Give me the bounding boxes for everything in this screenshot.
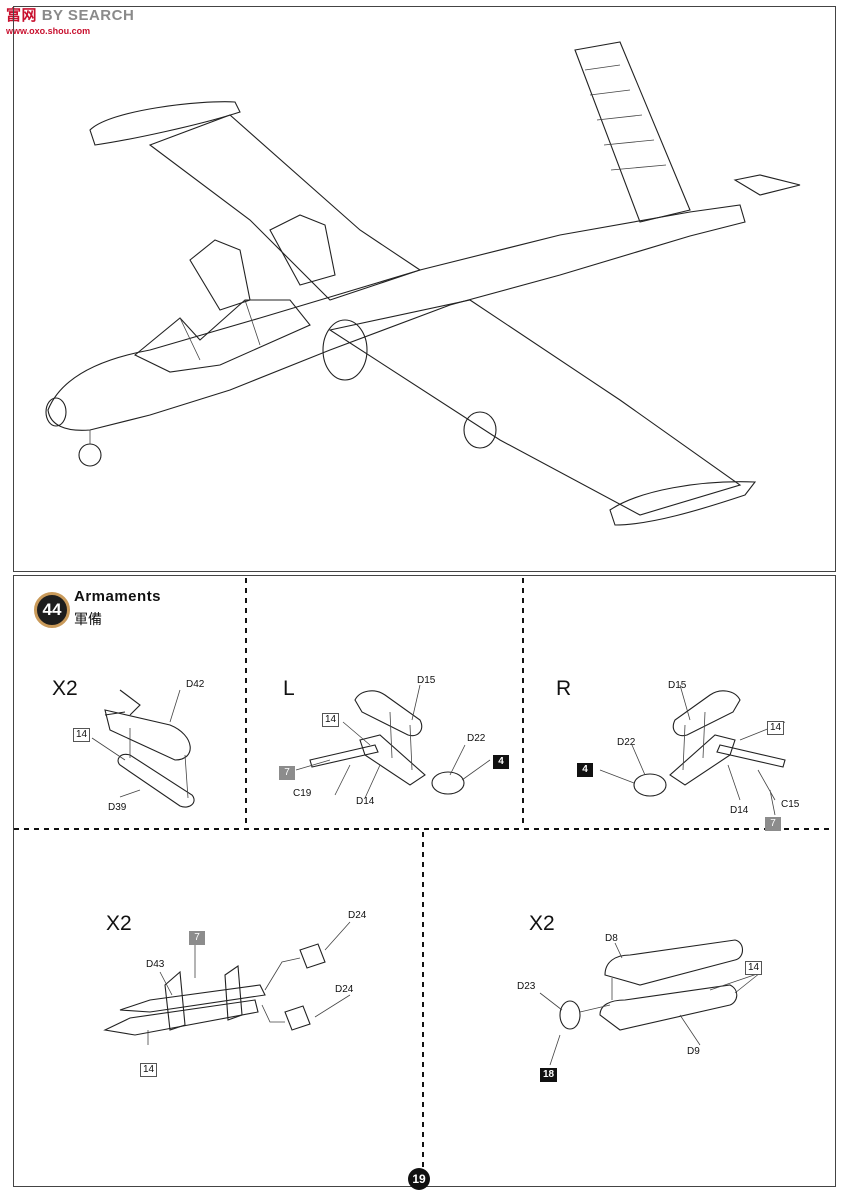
callout-d24-upper: D24 xyxy=(348,910,367,921)
callout-14-box: 14 xyxy=(767,721,785,735)
callout-d39: D39 xyxy=(108,802,127,813)
panel4-multiplier: X2 xyxy=(106,912,132,935)
panel2-side-label: L xyxy=(283,677,295,700)
callout-c15: C15 xyxy=(781,799,800,810)
callout-d42: D42 xyxy=(186,679,205,690)
aircraft-illustration xyxy=(45,41,801,526)
callout-d14: D14 xyxy=(730,805,749,816)
callout-7-box: 7 xyxy=(279,766,295,780)
callout-4-box: 4 xyxy=(577,763,593,777)
callout-18-box: 18 xyxy=(540,1068,558,1082)
callout-d22: D22 xyxy=(467,733,486,744)
callout-d14: D14 xyxy=(356,796,375,807)
aircraft-illustration-frame xyxy=(13,6,836,572)
callout-d43: D43 xyxy=(146,959,165,970)
callout-d24-lower: D24 xyxy=(335,984,354,995)
callout-d15: D15 xyxy=(417,675,436,686)
callout-d15: D15 xyxy=(668,680,687,691)
panel3-side-label: R xyxy=(556,677,572,700)
callout-d23: D23 xyxy=(517,981,536,992)
callout-14-box: 14 xyxy=(745,961,763,975)
watermark-logo: 富网 BY SEARCH www.oxo.shou.com xyxy=(6,7,135,36)
callout-c19: C19 xyxy=(293,788,312,799)
page-number: 19 xyxy=(408,1168,430,1190)
callout-7-box: 7 xyxy=(189,931,205,945)
callout-14-box: 14 xyxy=(140,1063,158,1077)
step-title: Armaments xyxy=(74,588,162,605)
step-subtitle: 軍備 xyxy=(74,611,102,627)
step-number-badge: 44 xyxy=(34,592,70,628)
callout-4-box: 4 xyxy=(493,755,509,769)
panel5-multiplier: X2 xyxy=(529,912,555,935)
callout-14-box: 14 xyxy=(73,728,91,742)
callout-d8: D8 xyxy=(605,933,618,944)
callout-14-box: 14 xyxy=(322,713,340,727)
callout-7-box: 7 xyxy=(765,817,781,831)
panel1-multiplier: X2 xyxy=(52,677,78,700)
callout-d22: D22 xyxy=(617,737,636,748)
callout-d9: D9 xyxy=(687,1046,700,1057)
watermark-url: www.oxo.shou.com xyxy=(6,26,91,36)
